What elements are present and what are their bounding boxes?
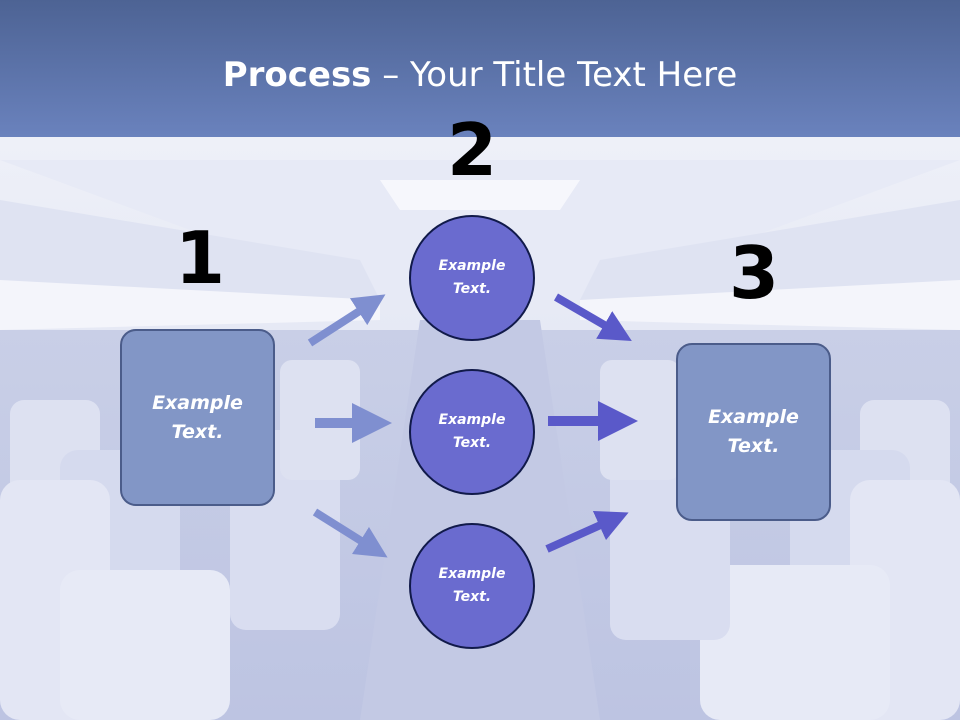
step-number-1: 1 (174, 216, 226, 300)
process-circle-middle: Example Text. (409, 369, 535, 495)
left-process-box: Example Text. (120, 329, 275, 506)
arrow-box-to-top-circle (307, 294, 386, 347)
process-circle-top: Example Text. (409, 215, 535, 341)
title-bar (0, 0, 960, 137)
title-bold-part: Process (222, 55, 372, 95)
title-rest-part: – Your Title Text Here (371, 55, 738, 95)
process-circle-bottom: Example Text. (409, 523, 535, 649)
slide-title: Process – Your Title Text Here (0, 50, 960, 100)
arrow-top-circle-to-right-box (553, 293, 632, 342)
step-number-2: 2 (446, 108, 498, 192)
arrow-box-to-bottom-circle (312, 508, 388, 558)
right-process-box: Example Text. (676, 343, 831, 521)
arrow-bottom-circle-to-right-box (545, 510, 629, 553)
step-number-3: 3 (728, 231, 780, 315)
